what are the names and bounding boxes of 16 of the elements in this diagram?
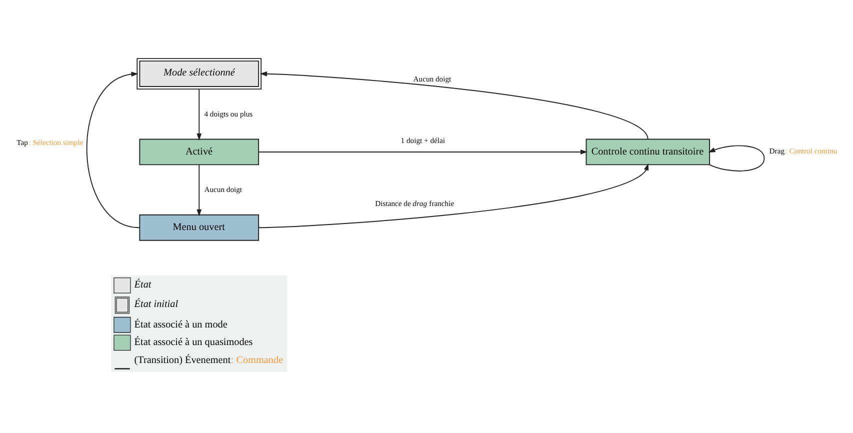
node-box: Controle continu transitoire: [586, 138, 710, 166]
legend-label: État associé à un quasimodes: [134, 337, 253, 348]
node-box: Menu ouvert: [139, 214, 260, 241]
arrow: [258, 163, 649, 228]
node-box: Mode sélectionné: [136, 58, 262, 90]
arrow: [196, 164, 202, 216]
arrow: [708, 145, 765, 172]
node-box: Activé: [139, 138, 260, 166]
arrow: [86, 72, 140, 228]
legend-label: État initial: [134, 298, 178, 310]
legend-label: (Transition) Évenement: Commande: [134, 354, 284, 366]
arrow: [196, 88, 202, 140]
legend-label: État: [134, 279, 152, 290]
arrow: [260, 71, 648, 140]
legend-label: État associé à un mode: [134, 319, 228, 330]
arrow: [258, 150, 588, 154]
